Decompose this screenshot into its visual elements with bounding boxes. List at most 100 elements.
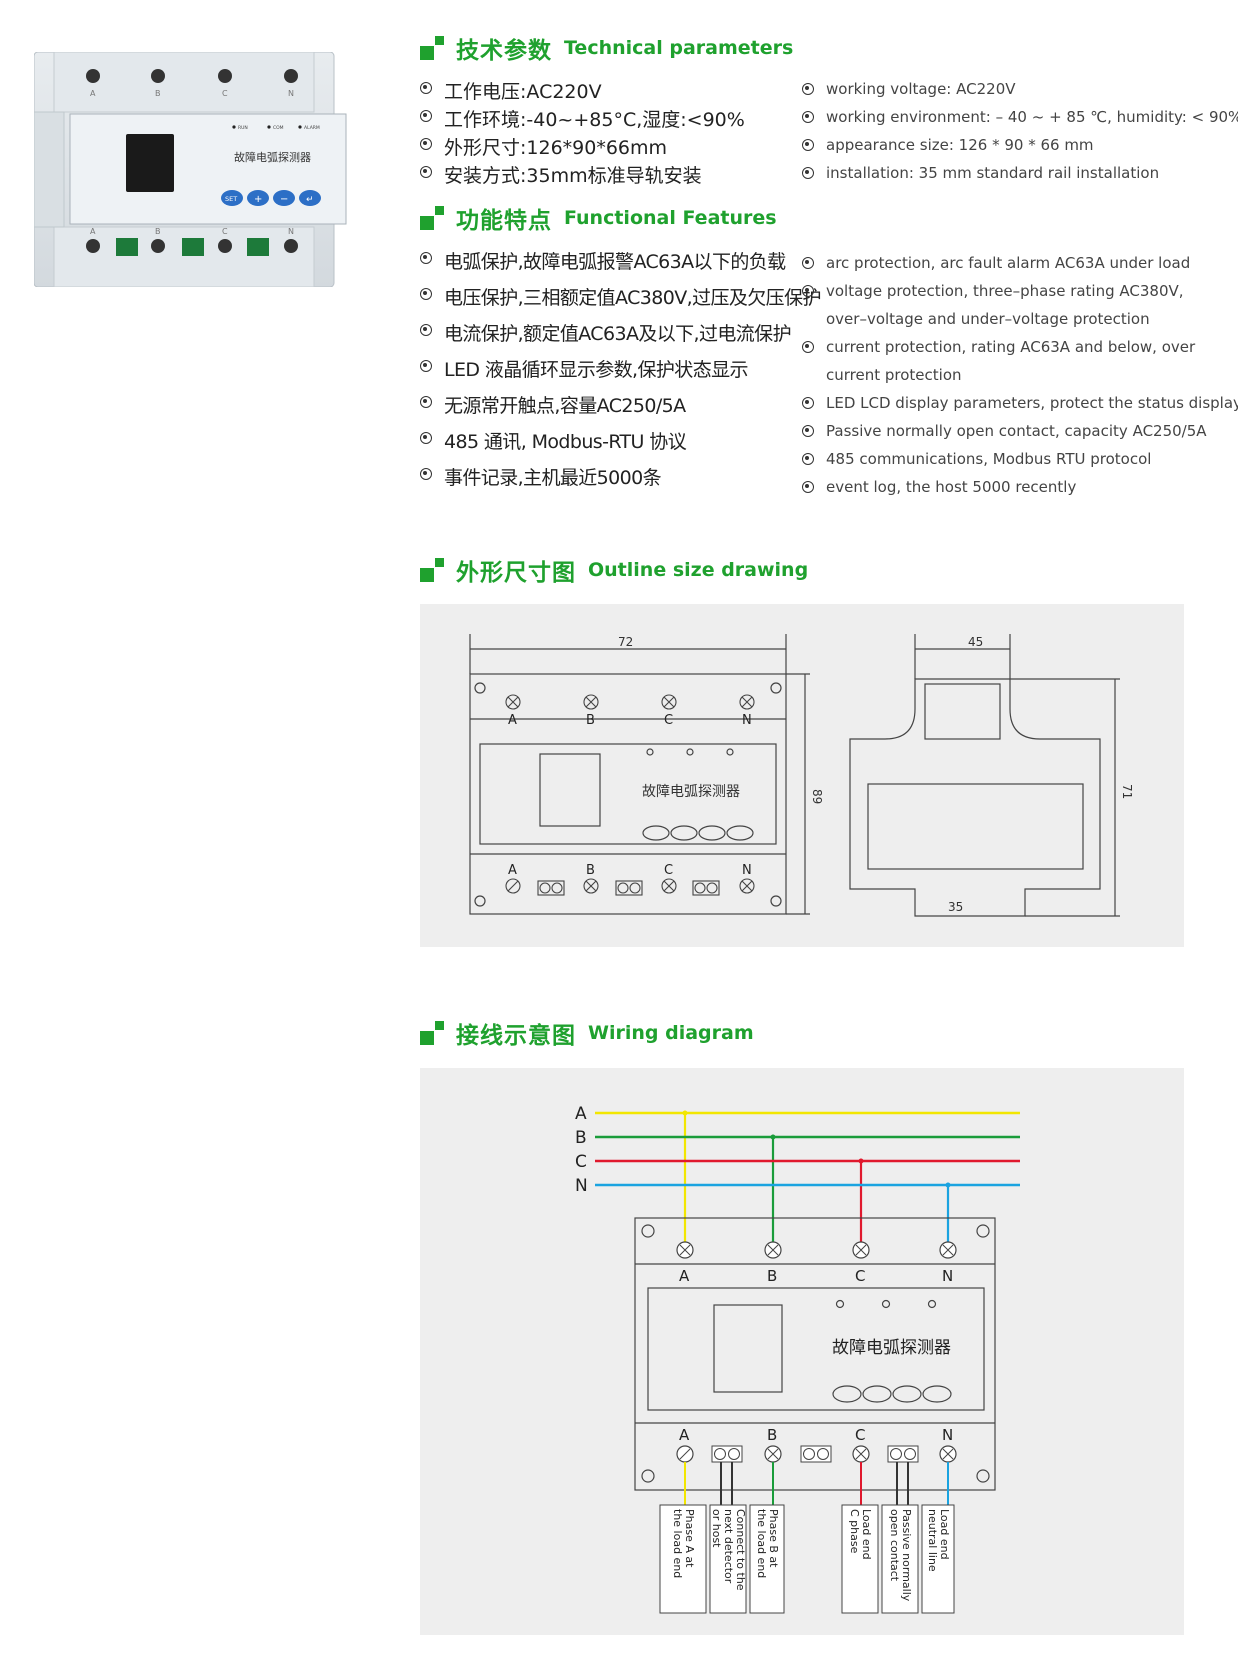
list-item: LED 液晶循环显示参数,保护状态显示 (420, 355, 821, 391)
bottom-terminal-label: N (942, 1426, 953, 1444)
terminal-block (800, 1445, 832, 1463)
top-terminal-label: N (942, 1267, 953, 1285)
svg-text:89: 89 (810, 789, 824, 804)
wiring-box-text: C phase (848, 1509, 861, 1554)
photo-bottom-terminals (86, 238, 298, 256)
section-heading-wiring: 接线示意图 Wiring diagram (420, 1016, 754, 1050)
wiring-box-text: the load end (755, 1509, 768, 1578)
list-item: voltage protection, three–phase rating A… (802, 277, 1238, 333)
svg-text:A: A (508, 863, 517, 878)
wiring-box-text: the load end (671, 1509, 684, 1578)
svg-text:45: 45 (968, 635, 983, 649)
bottom-terminal-label: B (767, 1426, 777, 1444)
tech-params-en-list: working voltage: AC220V working environm… (802, 80, 1238, 192)
wiring-box-text: Connect to the (734, 1509, 747, 1591)
wiring-diagram-panel (420, 1068, 1184, 1635)
product-photo: A B C N RUN COM ALARM 故障电弧探测器 SET + − ↵ … (34, 52, 347, 287)
top-terminal-label: A (679, 1267, 690, 1285)
svg-text:C: C (222, 227, 228, 236)
photo-top-labels: A B C N (90, 89, 294, 98)
wiring-box-text: Load end (860, 1509, 873, 1560)
photo-screen (126, 134, 174, 192)
list-item: arc protection, arc fault alarm AC63A un… (802, 249, 1238, 277)
wiring-box-text: open contact (888, 1509, 901, 1582)
svg-text:A: A (90, 89, 96, 98)
outline-drawing-panel (420, 604, 1184, 947)
green-square-icon (420, 206, 444, 230)
bottom-terminal-label: C (855, 1426, 865, 1444)
svg-text:A: A (508, 713, 517, 728)
wiring-box-text: Phase A at (683, 1509, 696, 1568)
list-item: event log, the host 5000 recently (802, 473, 1238, 501)
svg-text:+: + (254, 194, 262, 205)
svg-text:RUN: RUN (238, 125, 248, 131)
section-heading-features: 功能特点 Functional Features (420, 201, 777, 235)
list-item: 电弧保护,故障电弧报警AC63A以下的负载 (420, 247, 821, 283)
section-heading-outline: 外形尺寸图 Outline size drawing (420, 553, 808, 587)
svg-text:↵: ↵ (306, 195, 314, 205)
wiring-device-label: 故障电弧探测器 (832, 1338, 951, 1358)
svg-text:71: 71 (1120, 784, 1134, 799)
tech-params-cn-list: 工作电压:AC220V 工作环境:-40~+85°C,湿度:<90% 外形尺寸:… (420, 77, 745, 189)
wiring-box-text: or host (710, 1509, 723, 1548)
list-item: appearance size: 126 * 90 * 66 mm (802, 136, 1238, 164)
wiring-box-text: Phase B at (767, 1509, 780, 1568)
svg-text:A: A (90, 227, 96, 236)
wiring-box-text: Passive normally (900, 1509, 913, 1602)
top-terminal-label: C (855, 1267, 865, 1285)
svg-text:N: N (742, 863, 752, 878)
svg-text:COM: COM (273, 125, 284, 131)
list-item: working environment: – 40 ~ + 85 ℃, humi… (802, 108, 1238, 136)
list-item: 电流保护,额定值AC63A及以下,过电流保护 (420, 319, 821, 355)
features-cn-list: 电弧保护,故障电弧报警AC63A以下的负载 电压保护,三相额定值AC380V,过… (420, 247, 821, 499)
list-item: 485 通讯, Modbus-RTU 协议 (420, 427, 821, 463)
bus-label-c: C (575, 1152, 587, 1172)
list-item: 485 communications, Modbus RTU protocol (802, 445, 1238, 473)
bus-label-a: A (575, 1104, 587, 1124)
list-item: 无源常开触点,容量AC250/5A (420, 391, 821, 427)
green-square-icon (420, 558, 444, 582)
bottom-terminal-label: A (679, 1426, 690, 1444)
svg-text:C: C (664, 863, 673, 878)
list-item: LED LCD display parameters, protect the … (802, 389, 1238, 417)
svg-text:B: B (155, 89, 161, 98)
svg-text:35: 35 (948, 900, 963, 914)
list-item: installation: 35 mm standard rail instal… (802, 164, 1238, 192)
wiring-box-text: next detector (722, 1509, 735, 1584)
svg-text:N: N (288, 89, 294, 98)
green-square-icon (420, 36, 444, 60)
svg-text:B: B (586, 863, 595, 878)
bus-label-b: B (575, 1128, 587, 1148)
svg-text:B: B (155, 227, 161, 236)
outline-device-label: 故障电弧探测器 (642, 784, 740, 800)
terminal-block (887, 1445, 919, 1463)
green-square-icon (420, 1021, 444, 1045)
bus-label-n: N (575, 1176, 588, 1196)
svg-text:C: C (664, 713, 673, 728)
svg-text:SET: SET (225, 195, 237, 203)
list-item: 工作环境:-40~+85°C,湿度:<90% (420, 105, 745, 133)
wiring-box-text: Load end (938, 1509, 951, 1560)
list-item: 电压保护,三相额定值AC380V,过压及欠压保护 (420, 283, 821, 319)
svg-text:B: B (586, 713, 595, 728)
photo-buttons: SET + − ↵ (221, 190, 321, 206)
svg-text:72: 72 (618, 635, 633, 649)
svg-text:C: C (222, 89, 228, 98)
list-item: 外形尺寸:126*90*66mm (420, 133, 745, 161)
outline-drawing: 72 45 35 89 71 故障电弧探测器 A B C N A B C N (469, 634, 1134, 917)
photo-top-terminals (86, 69, 298, 83)
photo-device-label: 故障电弧探测器 (234, 150, 311, 164)
terminal-block (711, 1445, 743, 1463)
svg-text:N: N (742, 713, 752, 728)
svg-text:−: − (280, 194, 288, 205)
section-heading-tech: 技术参数 Technical parameters (420, 31, 793, 65)
